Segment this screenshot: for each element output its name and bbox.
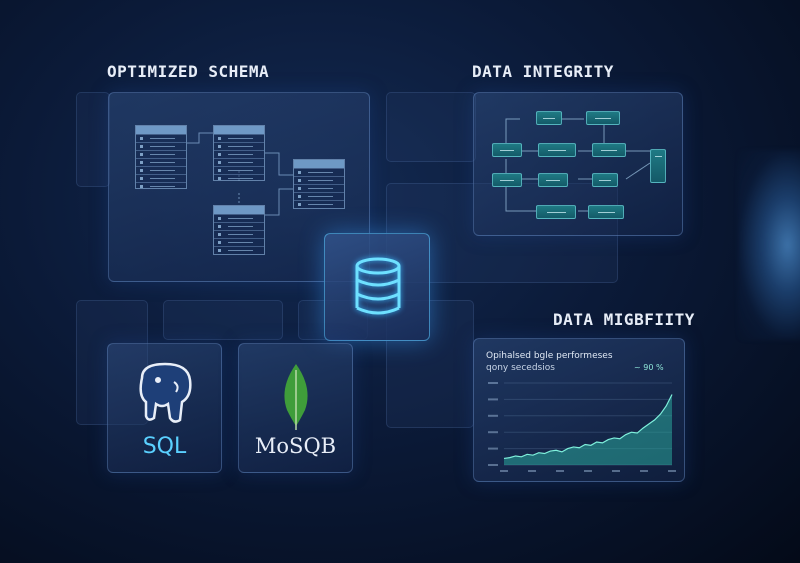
integrity-connectors (505, 118, 651, 212)
integrity-node (538, 143, 576, 157)
ghost-panel-bottom-center (163, 300, 283, 340)
heading-data-migration: DATA MIGBFIITY (553, 310, 695, 329)
integrity-node (538, 173, 568, 187)
chart-y-tick (488, 447, 498, 450)
leaf-icon (284, 364, 308, 430)
ghost-panel-left (76, 92, 110, 187)
integrity-node (536, 205, 576, 219)
chart-series-area (504, 394, 672, 465)
heading-optimized-schema: OPTIMIZED SCHEMA (107, 62, 270, 81)
integrity-node (492, 143, 522, 157)
integrity-node-tall (650, 149, 666, 183)
mongo-tile[interactable]: MoSQB (238, 343, 353, 473)
chart-x-tick (556, 470, 564, 472)
chart-area (488, 382, 676, 472)
integrity-node (536, 111, 562, 125)
integrity-node (592, 143, 626, 157)
chart-x-tick (612, 470, 620, 472)
sql-tile[interactable]: SQL (107, 343, 222, 473)
integrity-node (586, 111, 620, 125)
chart-badge: ~ 90 % (634, 363, 664, 372)
database-tile[interactable] (324, 233, 430, 341)
chart-panel[interactable]: Opihalsed bgle performeses qony secedsio… (473, 338, 685, 482)
sql-label: SQL (142, 434, 187, 459)
integrity-node (588, 205, 624, 219)
integrity-node (492, 173, 522, 187)
chart-x-tick (640, 470, 648, 472)
chart-x-tick (528, 470, 536, 472)
heading-data-integrity: DATA INTEGRITY (472, 62, 614, 81)
chart-y-tick (488, 464, 498, 466)
chart-x-tick (668, 470, 676, 472)
database-icon (355, 257, 401, 315)
ghost-panel-mid-top (386, 92, 476, 162)
integrity-panel[interactable] (473, 92, 683, 236)
schema-table-2 (213, 125, 265, 181)
schema-table-4 (213, 205, 265, 255)
chart-y-tick (488, 398, 498, 401)
chart-y-tick (488, 382, 498, 384)
chart-y-tick (488, 431, 498, 434)
mongo-label: MoSQB (254, 434, 337, 458)
schema-table-3 (293, 159, 345, 209)
chart-title: Opihalsed bgle performeses (486, 351, 613, 361)
chart-series-line (503, 394, 673, 460)
integrity-node (592, 173, 618, 187)
schema-table-1 (135, 125, 187, 189)
chart-x-tick (584, 470, 592, 472)
chart-y-tick (488, 414, 498, 417)
chart-x-tick (500, 470, 508, 472)
smoke-decoration (738, 150, 800, 340)
chart-subtitle: qony secedsios (486, 363, 555, 373)
elephant-icon (139, 362, 192, 423)
